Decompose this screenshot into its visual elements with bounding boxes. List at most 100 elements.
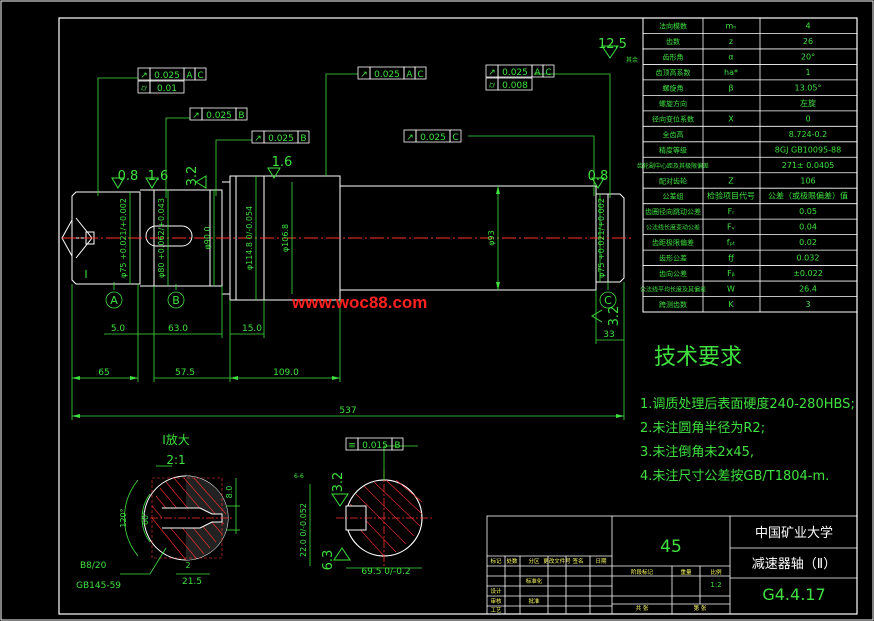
- param-symbol: X: [728, 114, 734, 123]
- drawing-number: G4.4.17: [762, 585, 825, 604]
- fcf-runout-5-value: 0.025: [502, 68, 528, 78]
- param-name: 齿数: [666, 37, 680, 46]
- title-block-label: 工艺: [490, 607, 502, 614]
- dim-angle: 60°: [141, 511, 150, 525]
- fcf-runout-2-value: 0.025: [206, 111, 232, 121]
- fcf-cyl-5-symbol: ⌭: [489, 81, 496, 91]
- datum-label: C: [604, 294, 612, 307]
- fcf-cyl-5-value-cell: [497, 77, 533, 91]
- datum-circle: [167, 291, 185, 309]
- param-value: 4: [805, 22, 810, 31]
- detail-title: Ⅰ放大: [162, 432, 190, 447]
- roughness-value: 3.2: [607, 306, 622, 327]
- param-symbol: β: [728, 83, 733, 92]
- param-name: 法向模数: [659, 22, 687, 31]
- fcf-runout-1-datum-cell: [194, 67, 207, 81]
- datum-label: B: [172, 294, 180, 307]
- param-symbol: fƒ: [728, 254, 734, 263]
- dim-diameter: φ75 +0.021/+0.002: [597, 198, 606, 278]
- param-name: 配对齿轮: [659, 176, 687, 185]
- param-name: 公法线平均长度及其偏差: [640, 286, 706, 294]
- material: 45: [660, 537, 682, 557]
- param-name: 跨测齿数: [659, 300, 687, 309]
- fcf-cyl-1-symbol: ⌭: [141, 84, 148, 94]
- roughness-general: 12.5: [598, 37, 627, 52]
- dim-section-width: 69.5 0/-0.2: [361, 567, 410, 577]
- param-name: 螺旋方向: [659, 99, 687, 108]
- fcf-runout-5-symbol: ↗: [488, 68, 496, 78]
- param-name: 齿圈径向跳动公差: [645, 207, 701, 216]
- dim-length: 109.0: [273, 368, 299, 378]
- param-symbol: Z: [728, 176, 734, 185]
- fcf-symmetry-value: 0.015: [362, 441, 388, 451]
- param-name: 径向变位系数: [652, 114, 694, 123]
- roughness-value: 1.6: [148, 169, 169, 184]
- tech-req-item: 3.未注倒角未2x45,: [640, 445, 754, 460]
- roughness-note: 其余: [626, 56, 638, 64]
- fcf-runout-4-datum: C: [417, 70, 423, 80]
- param-symbol: K: [728, 300, 734, 309]
- main-dim-lines: [71, 73, 625, 420]
- param-name: 公法线长度变动公差: [646, 224, 700, 232]
- title-block-label: 标记: [490, 557, 502, 565]
- part-name: 减速器轴（Ⅱ）: [752, 557, 836, 572]
- tech-req-item: 1.调质处理后表面硬度240-280HBS;: [640, 396, 855, 412]
- datum-circle: [599, 291, 617, 309]
- param-value: 26: [803, 37, 813, 46]
- detail-marker: Ⅰ: [84, 268, 87, 281]
- dim-length: 63.0: [168, 324, 188, 334]
- section-mark: 6-6: [294, 473, 304, 480]
- dim-diameter: φ90.0: [203, 226, 212, 249]
- param-symbol: mₙ: [726, 22, 737, 31]
- dim-keyway-depth: 22.0 0/-0.052: [299, 503, 308, 557]
- roughness-value: 0.8: [588, 169, 609, 184]
- title-block-label: 共 张: [636, 604, 649, 612]
- title-block-label: 设计: [490, 587, 502, 595]
- params-table: [642, 17, 858, 313]
- fcf-runout-4-value: 0.025: [374, 70, 400, 80]
- fcf-runout-3-datum-cell: [297, 130, 310, 144]
- fcf-cyl-1-value: 0.01: [157, 84, 177, 94]
- fcf-symmetry-symbol: ≡: [348, 441, 356, 451]
- param-value: 1: [805, 68, 810, 77]
- roughness-symbols: [111, 45, 619, 561]
- fcf-runout-1-datum: A: [186, 71, 193, 81]
- param-name: 齿向公差: [659, 269, 687, 278]
- param-symbol: fₚₜ: [727, 238, 736, 247]
- param-name: 精度等级: [659, 145, 687, 154]
- param-symbol: α: [728, 52, 733, 61]
- fcf-cyl-1-value-cell: [149, 80, 185, 94]
- dim-length: 2: [185, 561, 190, 570]
- param-value: 106: [800, 176, 815, 185]
- detail-view: [120, 465, 240, 575]
- fcf-symmetry-datum: B: [394, 441, 400, 451]
- param-symbol: ha*: [724, 68, 738, 77]
- dim-diameter: φ75 +0.021/+0.002: [119, 198, 128, 278]
- param-name: 全齿高: [663, 130, 684, 139]
- title-block-label: 第 张: [694, 604, 707, 612]
- title-block-label: 更改文件号: [543, 557, 571, 565]
- title-block-label: 签名: [572, 557, 583, 565]
- fcf-runout-1-datum: C: [197, 71, 203, 81]
- title-block-label: 分区: [528, 557, 540, 565]
- param-symbol: Fᵣ: [728, 207, 736, 216]
- roughness-value: 3.2: [185, 166, 200, 187]
- fcf-runout-3-value: 0.025: [268, 134, 294, 144]
- fcf-runout-1-value: 0.025: [154, 71, 180, 81]
- dim-length: 8.0: [225, 486, 234, 499]
- param-value: 0.032: [797, 254, 820, 263]
- fcf-runout-2-datum-cell: [235, 107, 248, 121]
- param-name: 齿形角: [663, 52, 684, 61]
- param-value: ±0.022: [793, 269, 823, 278]
- param-value: 公差（或极限偏差）值: [768, 191, 848, 201]
- title-block-label: 审核: [490, 597, 502, 605]
- param-name: 公差组: [663, 192, 684, 201]
- tech-req-title: 技术要求: [654, 345, 742, 370]
- fcf-runout-5-datum: C: [545, 68, 551, 78]
- watermark: www.woc88.com: [291, 293, 427, 312]
- param-value: 8GJ GB10095-88: [775, 145, 841, 154]
- datum-circle: [105, 291, 123, 309]
- fcf-runout-1-symbol: ↗: [140, 71, 148, 81]
- scale: 1:2: [710, 581, 721, 589]
